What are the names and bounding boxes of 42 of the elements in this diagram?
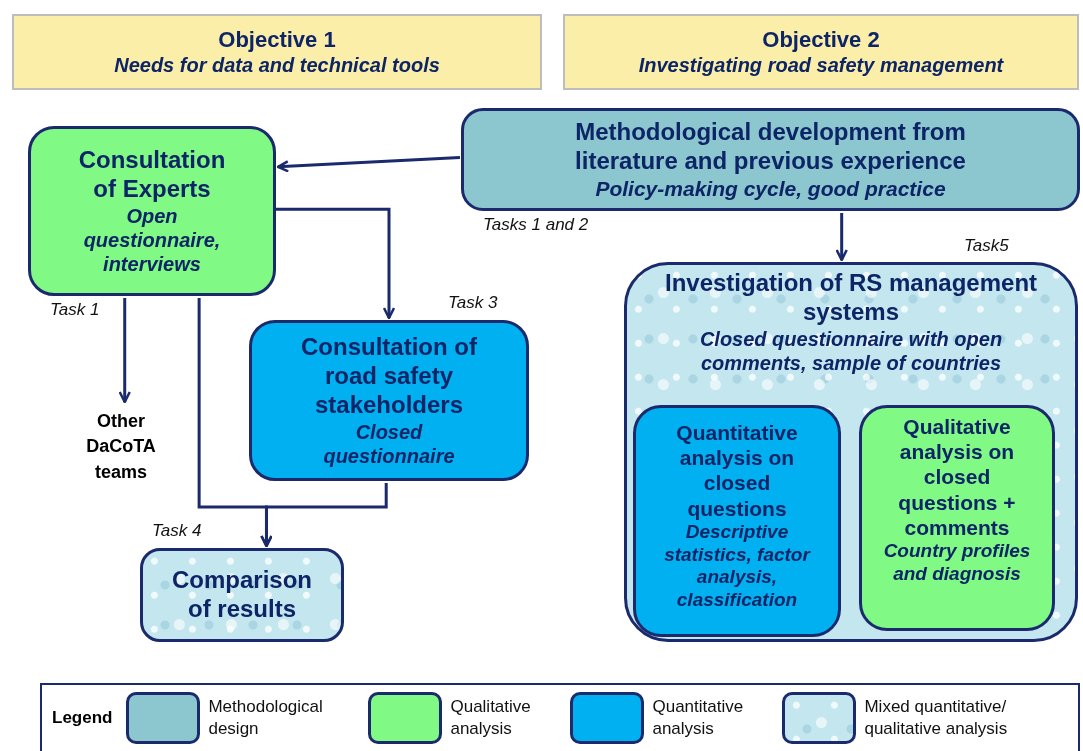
node-subtitle: Descriptive statistics, factor analysis, classification bbox=[663, 520, 812, 612]
method-panel bbox=[624, 262, 1078, 642]
node-title: Objective 2 bbox=[762, 26, 880, 54]
task-label: Task 4 bbox=[152, 521, 202, 541]
node-title: Investigation of RS management systems bbox=[663, 269, 1039, 327]
node-subtitle: Closed questionnaire bbox=[322, 419, 456, 468]
node-subtitle: Closed questionnaire with open comments, sample of countries bbox=[698, 326, 1004, 375]
method-box bbox=[633, 405, 841, 637]
node-subtitle: Needs for data and technical tools bbox=[114, 53, 440, 78]
legend-text: Methodological design bbox=[208, 695, 324, 740]
node-title: Consultation of road safety stakeholders bbox=[300, 333, 478, 420]
legend-text: Qualitative analysis bbox=[450, 695, 532, 740]
arrow bbox=[835, 213, 848, 262]
task-label: Tasks 1 and 2 bbox=[483, 215, 589, 235]
legend-text: Mixed quantitative/ qualitative analysis bbox=[864, 695, 1009, 740]
node-title: Qualitative analysis on closed questions + comments bbox=[897, 414, 1017, 540]
method-box bbox=[140, 548, 344, 642]
arrow bbox=[276, 207, 396, 320]
node-subtitle: Investigating road safety management bbox=[638, 53, 1004, 78]
task-label: Task5 bbox=[964, 236, 1009, 256]
node-subtitle: Country profiles and diagnosis bbox=[882, 539, 1032, 586]
legend-title: Legend bbox=[52, 708, 113, 728]
node-title: Quantitative analysis on closed questions bbox=[675, 420, 799, 521]
arrow bbox=[260, 483, 388, 548]
node-title: Methodological development from literature and previous experience bbox=[574, 118, 967, 176]
node-subtitle: Policy-making cycle, good practice bbox=[595, 175, 946, 201]
objective-banner bbox=[12, 14, 542, 90]
node-text: Other DaCoTA teams bbox=[85, 410, 157, 484]
arrow bbox=[276, 155, 461, 173]
node-title: Comparison of results bbox=[172, 566, 312, 624]
node-title: Objective 1 bbox=[218, 26, 336, 54]
legend-text: Quantitative analysis bbox=[652, 695, 745, 740]
node-subtitle: Open questionnaire, interviews bbox=[82, 203, 222, 276]
method-box bbox=[249, 320, 529, 481]
method-box bbox=[461, 108, 1080, 211]
objective-banner bbox=[563, 14, 1079, 90]
method-box bbox=[28, 126, 276, 296]
arrow bbox=[118, 298, 131, 404]
node-title: Consultation of Experts bbox=[77, 146, 227, 204]
task-label: Task 3 bbox=[448, 293, 498, 313]
method-box bbox=[859, 405, 1055, 631]
task-label: Task 1 bbox=[50, 300, 100, 320]
